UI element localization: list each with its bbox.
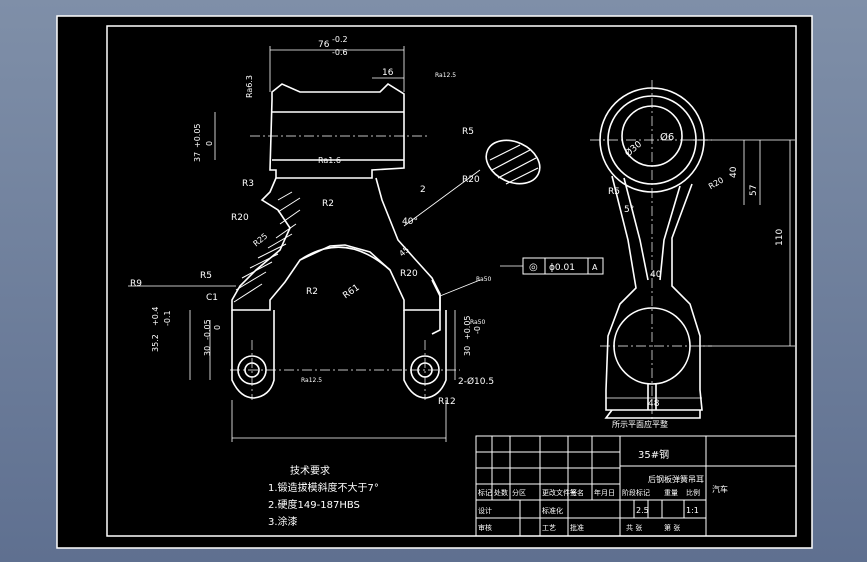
title-block-text: 35#钢 后钢板弹簧吊耳 汽车 2.5 1:1 共 张 第 张 标记 处数 分区… — [478, 448, 728, 532]
dim-bottom-tol-upper: -0.05 — [203, 319, 212, 340]
radius-r12: R12 — [438, 397, 456, 407]
tb-label-3: 更改文件号 — [542, 488, 577, 497]
dim-side-110: 110 — [775, 229, 785, 246]
radius-r3: R3 — [242, 179, 254, 189]
right-flange — [431, 279, 441, 335]
radius-r5c: R5 — [608, 187, 620, 197]
side-rib-left — [623, 177, 649, 281]
tb-label-5: 年月日 — [594, 488, 615, 497]
radius-r2b: R2 — [306, 287, 318, 297]
dim-side-57: 57 — [749, 185, 759, 196]
ra16-label: Ra1.6 — [318, 156, 341, 165]
dimension-lines — [128, 46, 481, 442]
center-lines — [230, 135, 460, 400]
angle-5: 5° — [624, 205, 634, 215]
tech-req-item-3: 3.涂漆 — [268, 515, 298, 528]
radius-r20a: R20 — [231, 213, 249, 223]
side-body — [605, 175, 703, 411]
ra63-label: Ra6.3 — [245, 75, 254, 98]
right-lug — [403, 310, 447, 399]
tb-ratio: 2.5 — [636, 506, 649, 515]
tb-label2-2: 阶段标记 — [622, 488, 650, 497]
dim-left-tol-upper: +0.4 — [151, 307, 160, 326]
note-parting: 所示平面应平整 — [612, 419, 668, 429]
tb-label3-1: 工艺 — [542, 524, 556, 532]
inner-arch — [299, 246, 391, 271]
ra125b-label: Ra12.5 — [301, 377, 322, 384]
radius-r9: R9 — [130, 279, 142, 289]
section-hatch — [233, 191, 301, 303]
ra50a-label: Ra50 — [476, 276, 492, 283]
tb-label3-2: 批准 — [570, 523, 584, 532]
tb-label-4: 签名 — [570, 488, 584, 497]
dim-top-right: 16 — [382, 68, 394, 78]
technical-requirements: 技术要求 1.锻造拔模斜度不大于7° 2.硬度149-187HBS 3.涂漆 — [268, 464, 379, 528]
chamfer-label: C1 — [206, 293, 218, 303]
radius-r20b: R20 — [400, 269, 418, 279]
radius-r5a: R5 — [200, 271, 212, 281]
tol-datum: A — [592, 263, 598, 272]
tb-label2-1: 标准化 — [542, 506, 563, 515]
dim-side-48: 48 — [648, 399, 660, 409]
tb-label2-0: 设计 — [478, 506, 492, 515]
tb-label-1: 处数 — [494, 488, 508, 497]
tol-symbol: ◎ — [529, 262, 538, 273]
dim-bottom-height-r: 30 — [463, 346, 472, 356]
side-base — [604, 409, 701, 419]
tb-label-2: 分区 — [512, 488, 526, 497]
dim-bore-tol-upper: +0.05 — [193, 123, 202, 148]
section-detail — [485, 139, 541, 185]
side-rib-right — [659, 185, 681, 281]
dim-bottom-height: 30 — [203, 346, 212, 356]
dim-left-offset: 35.2 — [151, 334, 160, 352]
dim-holes: 2-Ø10.5 — [458, 376, 494, 387]
section-label: Ø6 — [660, 131, 674, 143]
tol-value: ϕ0.01 — [549, 263, 575, 273]
dim-gap: 2 — [420, 185, 426, 195]
angle-40: 40° — [402, 217, 418, 227]
dim-bottom-tol-lower-r: -0 — [473, 326, 482, 334]
dim-side-40: 40 — [729, 166, 739, 178]
dim-bore-dia: 37 — [193, 152, 202, 162]
tb-label2-3: 重量 — [664, 489, 678, 497]
tech-req-title: 技术要求 — [290, 464, 330, 477]
tb-material: 35#钢 — [638, 448, 669, 461]
radius-r20c: R20 — [462, 175, 480, 185]
tech-req-item-2: 2.硬度149-187HBS — [268, 498, 360, 511]
tolerance-frame — [500, 257, 604, 275]
dim-bottom-tol-upper-r: +0.05 — [463, 315, 472, 340]
tb-sheet-no: 第 张 — [664, 523, 680, 532]
tb-label2-4: 比例 — [686, 488, 700, 497]
ra50b-label: Ra50 — [470, 319, 486, 326]
tb-scale: 1:1 — [686, 506, 699, 515]
dim-left-tol-lower: -0.1 — [163, 310, 172, 326]
dim-top-width: 76 — [318, 40, 330, 50]
left-lug — [231, 310, 275, 399]
dim-side-40-mid: 40 — [650, 270, 662, 280]
dim-bore-tol-lower: 0 — [205, 141, 214, 146]
tb-company: 汽车 — [712, 484, 728, 494]
top-boss-outline — [269, 82, 405, 179]
tech-req-item-1: 1.锻造拔模斜度不大于7° — [268, 481, 379, 494]
side-center-lines — [590, 80, 712, 420]
dim-top-tol-upper: -0.2 — [332, 35, 348, 44]
ra125a-label: Ra12.5 — [435, 72, 456, 79]
tb-part-name: 后钢板弹簧吊耳 — [648, 474, 704, 484]
tb-sheet-total: 共 张 — [626, 523, 642, 532]
title-block — [475, 435, 797, 537]
tb-label-0: 标记 — [478, 488, 492, 497]
dim-top-tol-lower: -0.6 — [332, 48, 348, 57]
dim-bottom-tol-lower: 0 — [213, 325, 222, 330]
radius-r2a: R2 — [322, 199, 334, 209]
tb-label3-0: 审核 — [478, 523, 492, 532]
drawing-frame — [106, 25, 797, 537]
body-outline — [231, 177, 441, 311]
side-dimension-lines — [606, 139, 795, 399]
radius-r5b: R5 — [462, 127, 474, 137]
